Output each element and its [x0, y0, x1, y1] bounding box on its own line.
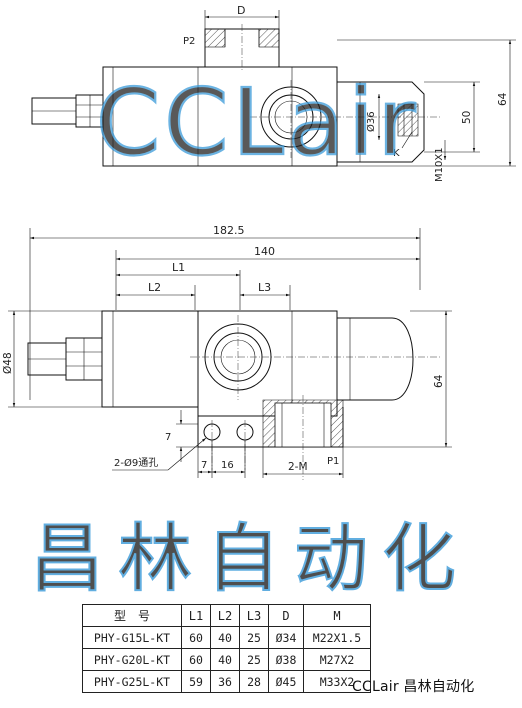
- table-header-model: 型 号: [82, 604, 182, 627]
- table-header-m: M: [303, 604, 371, 627]
- table-row: PHY-G15L-KT 60 40 25 Ø34 M22X1.5: [82, 626, 371, 649]
- table-cell: M27X2: [303, 648, 371, 671]
- table-cell: PHY-G25L-KT: [82, 670, 182, 693]
- table-cell: 60: [181, 626, 211, 649]
- top-label-k: K: [393, 148, 400, 159]
- table-cell: Ø34: [268, 626, 304, 649]
- front-holes-note: 2-Ø9通孔: [114, 457, 158, 469]
- top-thread-m10x1: M10X1: [434, 147, 445, 182]
- table-header-d: D: [268, 604, 304, 627]
- front-dim-140: 140: [254, 245, 275, 258]
- spec-table: 型 号 L1 L2 L3 D M PHY-G15L-KT 60 40 25 Ø3…: [82, 604, 371, 693]
- table-row: PHY-G25L-KT 59 36 28 Ø45 M33X2: [82, 670, 371, 693]
- table-cell: Ø45: [268, 670, 304, 693]
- top-dim-diam36: Ø36: [365, 111, 377, 132]
- table-row: PHY-G20L-KT 60 40 25 Ø38 M27X2: [82, 648, 371, 671]
- footer-brand: CCLair 昌林自动化: [352, 679, 475, 695]
- top-dim-d: D: [237, 4, 245, 17]
- table-cell: Ø38: [268, 648, 304, 671]
- front-dim-7: 7: [201, 460, 207, 471]
- top-dim-64: 64: [497, 92, 509, 106]
- front-dim-l3: L3: [258, 281, 271, 294]
- table-cell: 40: [210, 626, 240, 649]
- front-dim-7-vertical: 7: [165, 432, 171, 443]
- table-header-row: 型 号 L1 L2 L3 D M: [82, 604, 371, 627]
- watermark-latin: CCLair: [96, 69, 420, 176]
- table-cell: M22X1.5: [303, 626, 371, 649]
- top-port-p2-label: P2: [183, 36, 195, 47]
- front-dim-182-5: 182.5: [213, 224, 245, 237]
- table-cell: PHY-G15L-KT: [82, 626, 182, 649]
- table-cell: 40: [210, 648, 240, 671]
- front-dim-64: 64: [433, 374, 445, 388]
- table-header-l3: L3: [239, 604, 269, 627]
- table-cell: 59: [181, 670, 211, 693]
- front-dim-2m: 2-M: [288, 461, 308, 473]
- table-cell: 36: [210, 670, 240, 693]
- front-view: 182.5 140 L1 L2 L3: [2, 224, 452, 480]
- table-cell: 25: [239, 626, 269, 649]
- top-dim-50: 50: [461, 111, 473, 124]
- front-port-p1-label: P1: [327, 456, 339, 467]
- top-view: D P2 Ø36 50 64 M10X1 K: [31, 4, 516, 182]
- table-cell: 28: [239, 670, 269, 693]
- front-dim-l2: L2: [148, 281, 161, 294]
- watermark-chinese: 昌林自动化: [30, 516, 470, 602]
- table-cell: PHY-G20L-KT: [82, 648, 182, 671]
- front-dim-l1: L1: [172, 261, 185, 274]
- table-cell: 60: [181, 648, 211, 671]
- table-cell: M33X2: [303, 670, 371, 693]
- table-cell: 25: [239, 648, 269, 671]
- front-dim-diam48: Ø48: [2, 352, 14, 374]
- table-header-l2: L2: [210, 604, 240, 627]
- table-header-l1: L1: [181, 604, 211, 627]
- front-dim-16: 16: [221, 460, 234, 471]
